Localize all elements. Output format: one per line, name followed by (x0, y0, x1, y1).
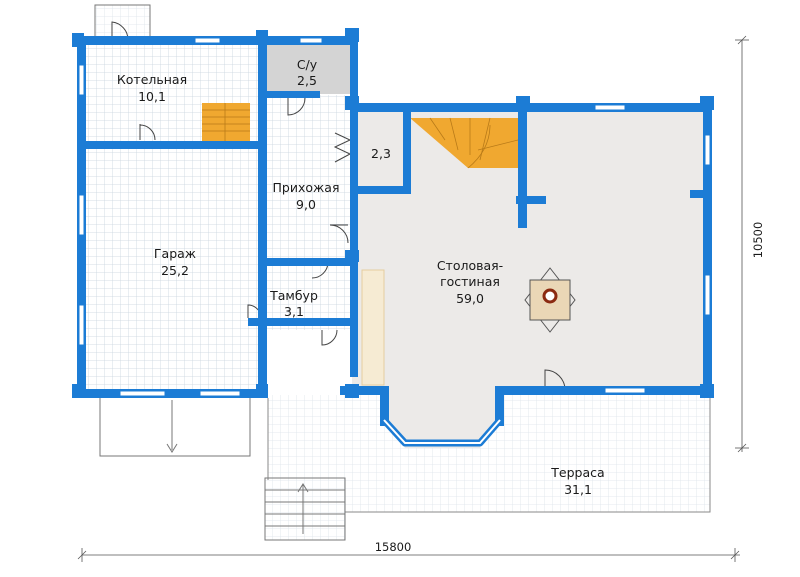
width-dimension: 15800 (375, 540, 412, 554)
windows (78, 37, 711, 397)
terrace-name: Терраса (550, 465, 604, 480)
wc-name: С/у (297, 57, 318, 72)
fireplace-icon (524, 267, 576, 333)
boiler-stairs (202, 103, 250, 141)
boiler-room-name: Котельная (117, 72, 187, 87)
height-dimension: 10500 (751, 222, 765, 259)
living-stairs (410, 117, 519, 169)
vestibule-area: 3,1 (284, 304, 304, 319)
garage-name: Гараж (154, 246, 196, 261)
living-area: 59,0 (456, 291, 484, 306)
steps-floor (265, 480, 345, 540)
closet-area: 2,3 (371, 146, 391, 161)
wc-floor (262, 42, 354, 94)
porch-floor (95, 5, 150, 42)
garage-floor (80, 145, 265, 395)
dimension-lines (77, 35, 749, 562)
entry-steps (264, 477, 346, 541)
terrace-floor (268, 395, 710, 512)
terrace-area: 31,1 (564, 482, 592, 497)
living-name-line1: Столовая- (437, 258, 503, 273)
living-name-line2: гостиная (440, 274, 500, 289)
hall-area: 9,0 (296, 197, 316, 212)
terrace-edge (267, 398, 711, 513)
vestibule-name: Тамбур (269, 288, 318, 303)
wc-area: 2,5 (297, 73, 317, 88)
hall-floor (260, 95, 355, 330)
hall-name: Прихожая (273, 180, 340, 195)
bay-window-glass (383, 419, 501, 444)
porch (94, 4, 251, 457)
boiler-room-area: 10,1 (138, 89, 166, 104)
walls (72, 28, 714, 426)
vestibule-bench (361, 269, 385, 386)
garage-area: 25,2 (161, 263, 189, 278)
